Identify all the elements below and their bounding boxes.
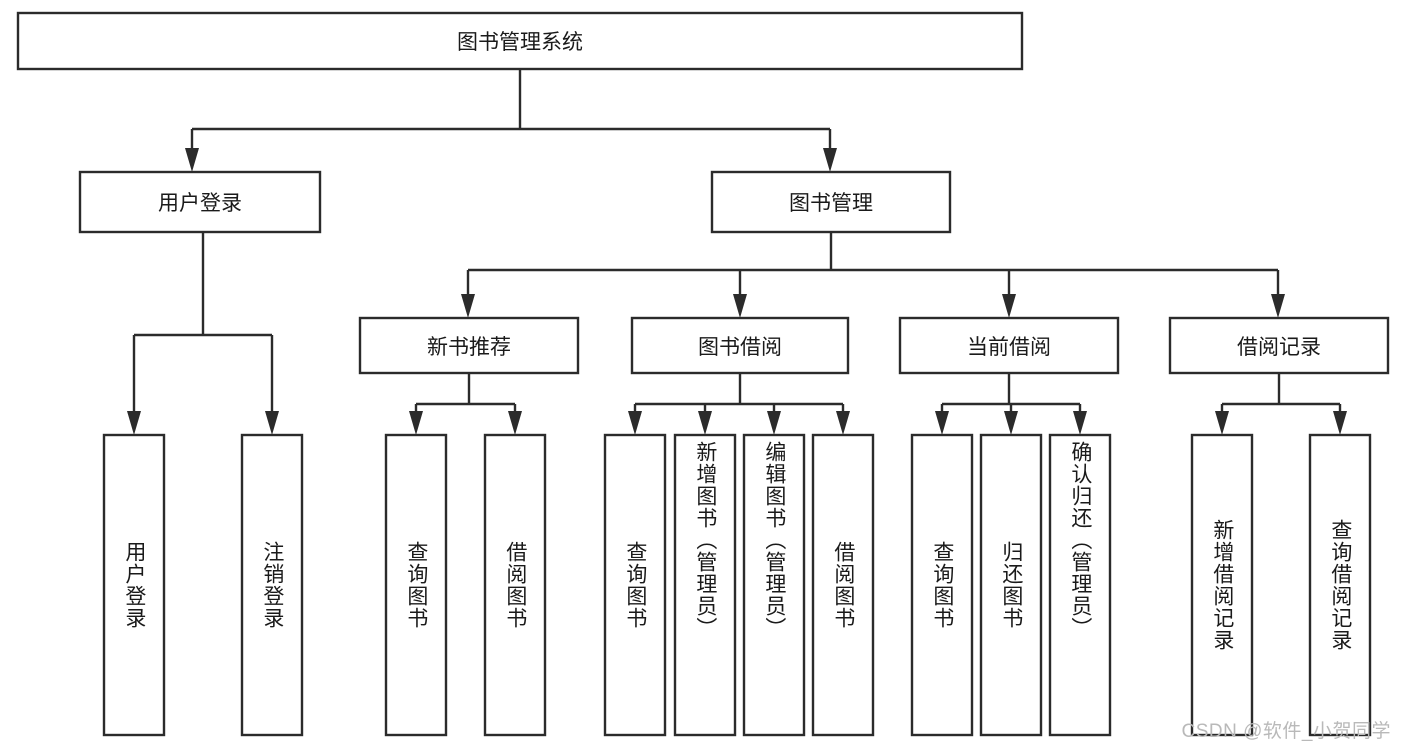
recommend-drop-1-arrow-icon <box>508 411 522 435</box>
leaf-label-leaf-borrow-book-2: 借阅图书 <box>831 541 855 629</box>
user-login-drop-1-arrow-icon <box>265 411 279 435</box>
node-box-leaf-query-book-1[interactable] <box>384 433 448 737</box>
leaf-label-wrap-leaf-add-borrow-record: 新增借阅记录 <box>1192 435 1252 735</box>
node-box-leaf-borrow-book-2[interactable] <box>811 433 875 737</box>
leaf-label-wrap-leaf-borrow-book-2: 借阅图书 <box>813 435 873 735</box>
leaf-label-leaf-user-logout: 注销登录 <box>260 541 284 629</box>
record-drop-0-arrow-icon <box>1215 411 1229 435</box>
root-drop-0-arrow-icon <box>185 148 199 172</box>
book-manage-drop-2-arrow-icon <box>1002 294 1016 318</box>
leaf-label-wrap-leaf-confirm-return: 确认归还（管理员） <box>1050 435 1110 735</box>
node-box-leaf-edit-book[interactable] <box>742 433 806 737</box>
node-label-user-login: 用户登录 <box>158 192 242 215</box>
leaf-label-leaf-query-borrow-record: 查询借阅记录 <box>1328 519 1352 651</box>
node-box-layer <box>16 11 1390 737</box>
borrow-drop-1-arrow-icon <box>698 411 712 435</box>
node-label-book-manage: 图书管理 <box>789 192 873 215</box>
node-box-leaf-add-borrow-record[interactable] <box>1190 433 1254 737</box>
leaf-label-wrap-leaf-query-book-2: 查询图书 <box>605 435 665 735</box>
node-box-book-manage[interactable] <box>710 170 952 234</box>
leaf-label-wrap-leaf-query-book-3: 查询图书 <box>912 435 972 735</box>
node-box-leaf-query-book-3[interactable] <box>910 433 974 737</box>
record-drop-1-arrow-icon <box>1333 411 1347 435</box>
node-box-root[interactable] <box>16 11 1024 71</box>
leaf-label-leaf-borrow-book-1: 借阅图书 <box>503 541 527 629</box>
current-drop-1-arrow-icon <box>1004 411 1018 435</box>
node-box-leaf-user-login[interactable] <box>102 433 166 737</box>
leaf-label-leaf-query-book-2: 查询图书 <box>623 541 647 629</box>
node-box-user-login[interactable] <box>78 170 322 234</box>
node-box-borrow-record[interactable] <box>1168 316 1390 375</box>
root-drop-1-arrow-icon <box>823 148 837 172</box>
leaf-label-wrap-leaf-user-login: 用户登录 <box>104 435 164 735</box>
connector-layer <box>127 69 1347 435</box>
user-login-drop-0-arrow-icon <box>127 411 141 435</box>
node-label-current-borrow: 当前借阅 <box>967 335 1051 359</box>
leaf-label-wrap-leaf-return-book: 归还图书 <box>981 435 1041 735</box>
node-box-current-borrow[interactable] <box>898 316 1120 375</box>
node-box-book-borrow[interactable] <box>630 316 850 375</box>
leaf-label-leaf-user-login: 用户登录 <box>122 541 146 629</box>
current-drop-0-arrow-icon <box>935 411 949 435</box>
borrow-drop-0-arrow-icon <box>628 411 642 435</box>
leaf-label-leaf-add-book: 新增图书（管理员） <box>693 441 717 639</box>
leaf-label-wrap-leaf-borrow-book-1: 借阅图书 <box>485 435 545 735</box>
node-box-leaf-query-book-2[interactable] <box>603 433 667 737</box>
leaf-label-leaf-confirm-return: 确认归还（管理员） <box>1068 441 1092 639</box>
node-label-root: 图书管理系统 <box>457 31 583 54</box>
node-box-leaf-borrow-book-1[interactable] <box>483 433 547 737</box>
node-box-leaf-query-borrow-record[interactable] <box>1308 433 1372 737</box>
node-box-leaf-user-logout[interactable] <box>240 433 304 737</box>
book-manage-drop-1-arrow-icon <box>733 294 747 318</box>
leaf-label-leaf-query-book-1: 查询图书 <box>404 541 428 629</box>
recommend-drop-0-arrow-icon <box>409 411 423 435</box>
leaf-label-leaf-add-borrow-record: 新增借阅记录 <box>1210 519 1234 651</box>
leaf-label-wrap-leaf-add-book: 新增图书（管理员） <box>675 435 735 735</box>
node-label-borrow-record: 借阅记录 <box>1237 335 1321 359</box>
node-label-new-book-recommend: 新书推荐 <box>427 335 511 359</box>
leaf-label-wrap-leaf-query-borrow-record: 查询借阅记录 <box>1310 435 1370 735</box>
leaf-label-leaf-return-book: 归还图书 <box>999 541 1023 629</box>
node-box-leaf-confirm-return[interactable] <box>1048 433 1112 737</box>
node-box-leaf-add-book[interactable] <box>673 433 737 737</box>
node-box-new-book-recommend[interactable] <box>358 316 580 375</box>
current-drop-2-arrow-icon <box>1073 411 1087 435</box>
book-manage-drop-0-arrow-icon <box>461 294 475 318</box>
node-box-leaf-return-book[interactable] <box>979 433 1043 737</box>
book-manage-drop-3-arrow-icon <box>1271 294 1285 318</box>
leaf-label-leaf-edit-book: 编辑图书（管理员） <box>762 441 786 639</box>
borrow-drop-2-arrow-icon <box>767 411 781 435</box>
leaf-label-wrap-leaf-query-book-1: 查询图书 <box>386 435 446 735</box>
leaf-label-wrap-leaf-edit-book: 编辑图书（管理员） <box>744 435 804 735</box>
borrow-drop-3-arrow-icon <box>836 411 850 435</box>
node-label-book-borrow: 图书借阅 <box>698 335 782 359</box>
leaf-label-wrap-leaf-user-logout: 注销登录 <box>242 435 302 735</box>
leaf-label-leaf-query-book-3: 查询图书 <box>930 541 954 629</box>
